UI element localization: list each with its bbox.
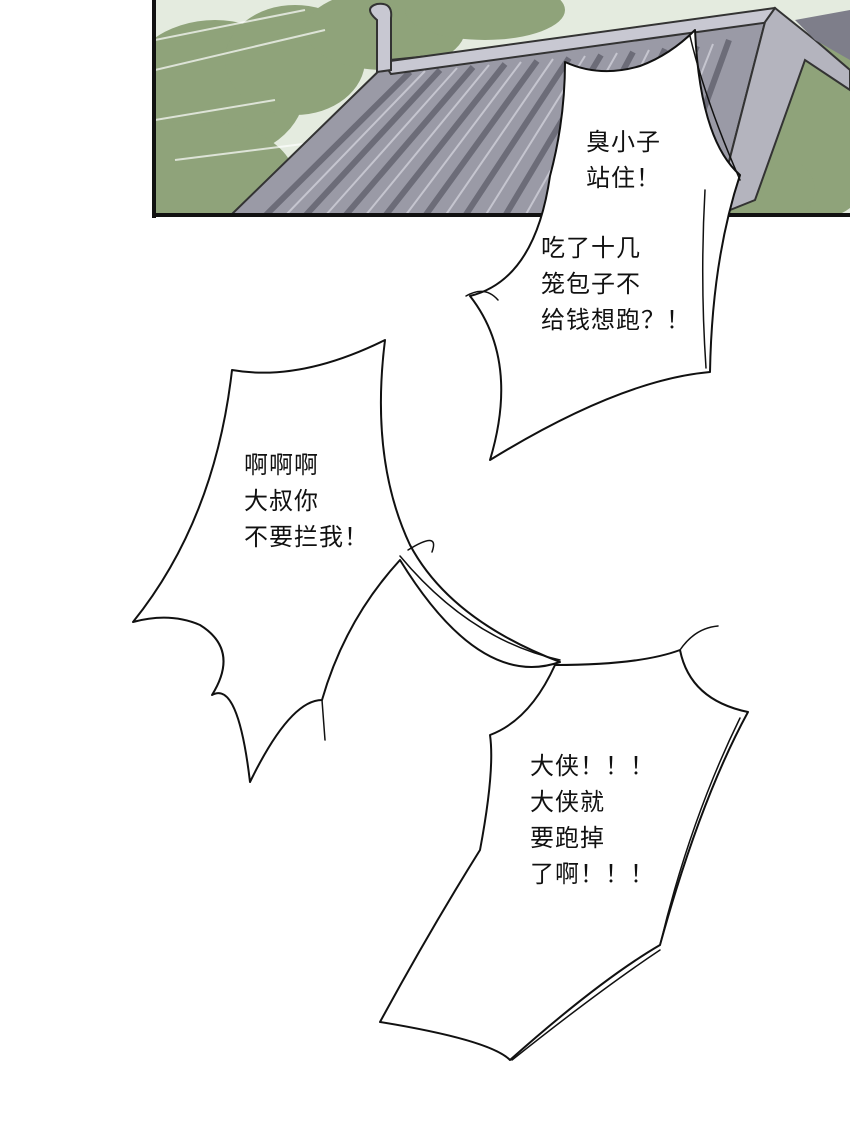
bubble-3-line-3: 要跑掉 (530, 824, 605, 852)
speech-bubble-1 (469, 29, 741, 461)
bubble-2-line-3: 不要拦我！ (244, 523, 369, 551)
foliage-left (155, 0, 565, 216)
bubble-1b-text: 吃了十几 笼包子不 给钱想跑？！ (541, 230, 691, 338)
bubble-2-line-2: 大叔你 (244, 487, 319, 515)
bubble-1b-line-2: 笼包子不 (541, 270, 641, 298)
bubble-3-text: 大侠！！！ 大侠就 要跑掉 了啊！！！ (530, 748, 655, 892)
bubble-3-line-2: 大侠就 (530, 788, 605, 816)
speech-bubble-2 (132, 339, 561, 783)
speech-bubble-3 (379, 649, 749, 1061)
bubble-2-text: 啊啊啊 大叔你 不要拦我！ (244, 447, 369, 555)
panel-border-bottom (152, 213, 850, 217)
bubble-1-line-1: 臭小子 (586, 128, 661, 156)
bubble-1-line-2: 站住！ (586, 164, 661, 192)
bubble-3-line-1: 大侠！！！ (530, 752, 655, 780)
bubble-1-text: 臭小子 站住！ (586, 124, 661, 196)
bubble-2-line-1: 啊啊啊 (244, 451, 319, 479)
speed-lines (155, 9, 336, 161)
bubble-3-line-4: 了啊！！！ (530, 860, 655, 888)
bubble-1b-line-1: 吃了十几 (541, 234, 641, 262)
panel-border-left (152, 0, 156, 218)
bubble-1b-line-3: 给钱想跑？！ (541, 306, 691, 334)
